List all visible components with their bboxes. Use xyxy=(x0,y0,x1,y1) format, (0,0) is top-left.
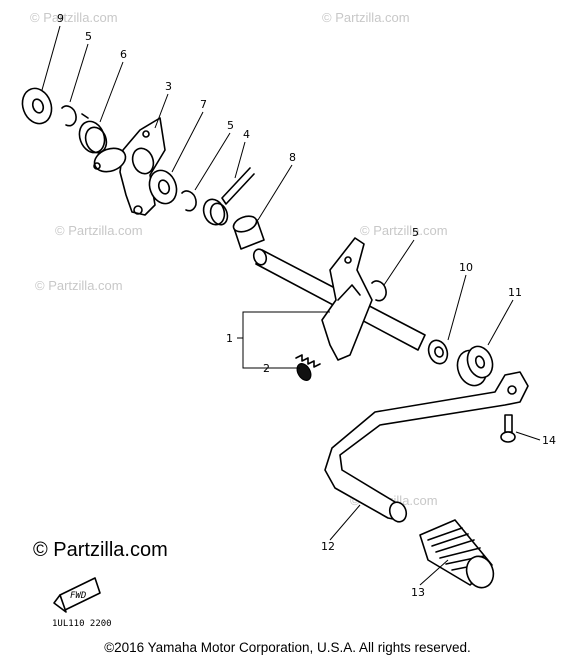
part-10-washer xyxy=(427,339,449,365)
callout-13: 13 xyxy=(411,586,425,599)
forward-arrow-label: FWD xyxy=(70,591,86,601)
part-5-circlip-b xyxy=(181,190,197,212)
watermark-top-left: © Partzilla.com xyxy=(30,10,118,25)
callout-11: 11 xyxy=(508,286,522,299)
watermark-large: © Partzilla.com xyxy=(33,539,168,561)
part-8-collar xyxy=(232,215,265,250)
callout-7: 7 xyxy=(200,98,207,111)
diagram-code: 1UL110 2200 xyxy=(52,619,112,629)
callout-10: 10 xyxy=(459,261,473,274)
part-12-shift-pedal xyxy=(324,371,529,523)
callout-8: 8 xyxy=(289,151,296,164)
part-9-washer xyxy=(21,87,53,125)
callout-5-b: 5 xyxy=(227,119,234,132)
part-1-shift-shaft xyxy=(252,237,426,361)
part-3-shift-arm xyxy=(93,117,166,216)
callout-5-c: 5 xyxy=(412,226,419,239)
part-2-spring xyxy=(295,354,321,381)
watermark-top-right: © Partzilla.com xyxy=(322,10,410,25)
callout-3: 3 xyxy=(165,80,172,93)
leader-lines xyxy=(41,25,541,586)
callout-6: 6 xyxy=(120,48,127,61)
callout-2: 2 xyxy=(263,362,270,375)
callout-1: 1 xyxy=(226,332,233,345)
forward-arrow-icon: FWD xyxy=(53,577,101,613)
watermark-left-2: © Partzilla.com xyxy=(55,223,143,238)
part-5-circlip-a xyxy=(61,105,77,127)
watermark-mid-right: © Partzilla.com xyxy=(360,223,448,238)
callout-12: 12 xyxy=(321,540,335,553)
part-4-spring-pin xyxy=(202,167,255,226)
callout-14: 14 xyxy=(542,434,556,447)
watermark-mid-left: © Partzilla.com xyxy=(35,278,123,293)
part-5-circlip-c xyxy=(371,280,387,302)
callout-9: 9 xyxy=(57,12,64,25)
callout-5-a: 5 xyxy=(85,30,92,43)
copyright-notice: ©2016 Yamaha Motor Corporation, U.S.A. A… xyxy=(104,640,471,655)
callout-4: 4 xyxy=(243,128,250,141)
part-13-pedal-rubber xyxy=(419,519,495,589)
callout-labels: 9 5 6 3 7 5 4 8 5 10 11 1 2 14 12 13 xyxy=(57,12,556,599)
part-11-bushing xyxy=(456,345,494,387)
part-7-washer xyxy=(148,169,178,205)
part-14-bolt xyxy=(500,414,516,443)
